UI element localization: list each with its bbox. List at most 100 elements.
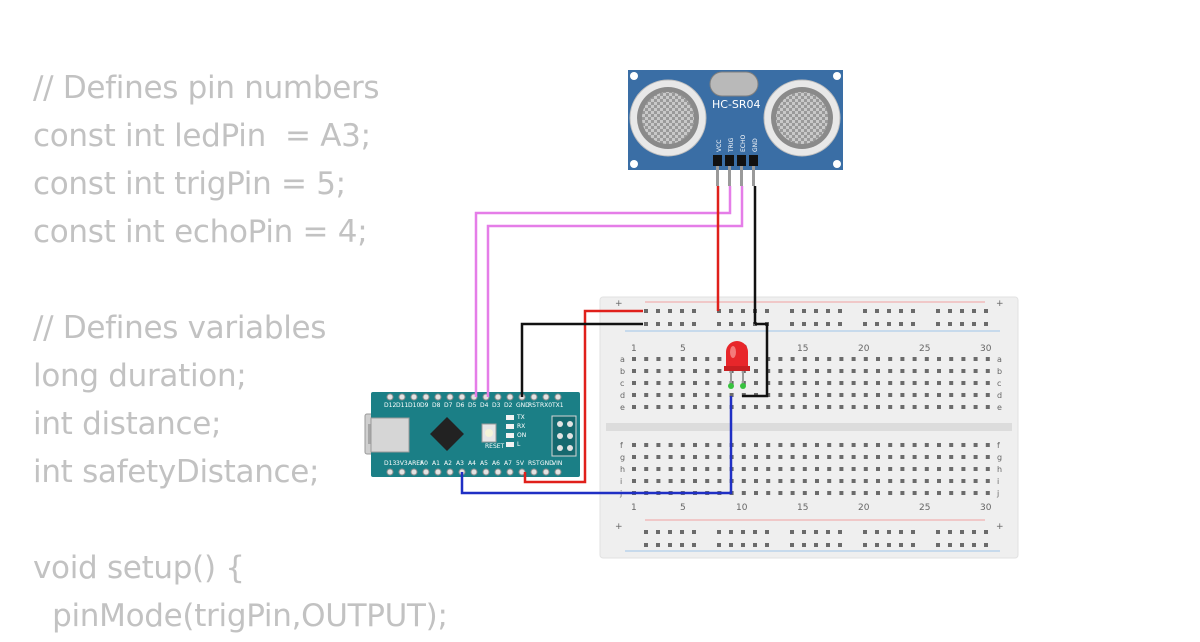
breadboard-hole[interactable] (668, 381, 673, 385)
breadboard-hole[interactable] (656, 543, 660, 547)
breadboard-hole[interactable] (961, 381, 966, 385)
breadboard-hole[interactable] (851, 467, 856, 471)
breadboard-hole[interactable] (949, 455, 954, 459)
breadboard-hole[interactable] (863, 467, 868, 471)
breadboard-hole[interactable] (741, 405, 746, 409)
breadboard-hole[interactable] (888, 405, 893, 409)
breadboard-hole[interactable] (717, 530, 721, 534)
breadboard-hole[interactable] (717, 393, 722, 397)
breadboard-hole[interactable] (900, 405, 905, 409)
arduino-pin-d9[interactable] (422, 393, 430, 401)
breadboard-hole[interactable] (717, 322, 721, 326)
breadboard-hole[interactable] (839, 405, 844, 409)
breadboard-hole[interactable] (766, 455, 771, 459)
breadboard-hole[interactable] (754, 369, 758, 373)
breadboard-hole[interactable] (692, 543, 696, 547)
breadboard-hole[interactable] (680, 381, 685, 385)
hc-sr04-sensor[interactable]: HC-SR04 VCC TRIG ECHO GND (628, 70, 843, 186)
arduino-pin-d12[interactable] (386, 393, 394, 401)
breadboard-hole[interactable] (656, 455, 661, 459)
breadboard-hole[interactable] (802, 322, 806, 326)
breadboard-hole[interactable] (875, 543, 879, 547)
breadboard-hole[interactable] (961, 393, 966, 397)
breadboard-hole[interactable] (644, 543, 648, 547)
breadboard-hole[interactable] (693, 369, 697, 373)
breadboard-hole[interactable] (644, 479, 649, 483)
breadboard-hole[interactable] (924, 369, 929, 373)
arduino-pin-d7[interactable] (446, 393, 454, 401)
breadboard-hole[interactable] (863, 381, 868, 385)
breadboard-hole[interactable] (680, 357, 685, 361)
breadboard-hole[interactable] (717, 405, 722, 409)
breadboard-hole[interactable] (656, 443, 661, 447)
breadboard-hole[interactable] (972, 322, 976, 326)
breadboard-hole[interactable] (887, 322, 891, 326)
breadboard-hole[interactable] (875, 309, 879, 313)
breadboard-hole[interactable] (924, 491, 929, 495)
wire-5v-red[interactable] (523, 309, 643, 484)
breadboard-hole[interactable] (717, 357, 722, 361)
breadboard-hole[interactable] (705, 479, 710, 483)
breadboard-hole[interactable] (656, 309, 660, 313)
breadboard-hole[interactable] (863, 443, 868, 447)
breadboard-hole[interactable] (680, 443, 685, 447)
breadboard-hole[interactable] (790, 369, 795, 373)
breadboard-hole[interactable] (900, 357, 905, 361)
breadboard-hole[interactable] (705, 369, 710, 373)
breadboard-hole[interactable] (778, 357, 783, 361)
breadboard-hole[interactable] (656, 369, 661, 373)
breadboard-hole[interactable] (644, 309, 648, 313)
breadboard-hole[interactable] (802, 530, 806, 534)
breadboard-hole[interactable] (876, 479, 880, 483)
arduino-pin-d2[interactable] (506, 393, 514, 401)
breadboard-hole[interactable] (924, 443, 929, 447)
wire-trig-pink[interactable] (474, 186, 732, 397)
breadboard-hole[interactable] (815, 455, 819, 459)
breadboard-hole[interactable] (815, 443, 819, 447)
breadboard-hole[interactable] (802, 381, 807, 385)
breadboard-hole[interactable] (863, 491, 868, 495)
breadboard-hole[interactable] (766, 467, 771, 471)
breadboard-hole[interactable] (961, 467, 966, 471)
breadboard-hole[interactable] (790, 443, 795, 447)
breadboard-hole[interactable] (680, 530, 684, 534)
breadboard-hole[interactable] (778, 479, 783, 483)
breadboard-hole[interactable] (911, 530, 915, 534)
breadboard-hole[interactable] (741, 455, 746, 459)
breadboard-hole[interactable] (668, 322, 672, 326)
breadboard-hole[interactable] (668, 443, 673, 447)
breadboard-hole[interactable] (949, 393, 954, 397)
breadboard-hole[interactable] (717, 443, 722, 447)
breadboard-hole[interactable] (754, 357, 758, 361)
breadboard-hole[interactable] (924, 405, 929, 409)
breadboard-hole[interactable] (900, 443, 905, 447)
breadboard-hole[interactable] (644, 455, 649, 459)
breadboard-hole[interactable] (972, 543, 976, 547)
breadboard-hole[interactable] (888, 369, 893, 373)
breadboard-hole[interactable] (815, 393, 819, 397)
breadboard-hole[interactable] (912, 369, 917, 373)
breadboard-hole[interactable] (851, 455, 856, 459)
breadboard-hole[interactable] (705, 381, 710, 385)
breadboard-hole[interactable] (827, 491, 832, 495)
breadboard-hole[interactable] (827, 357, 832, 361)
breadboard-hole[interactable] (680, 467, 685, 471)
breadboard-hole[interactable] (790, 357, 795, 361)
breadboard-hole[interactable] (827, 405, 832, 409)
breadboard-hole[interactable] (632, 381, 636, 385)
breadboard-hole[interactable] (937, 357, 941, 361)
breadboard-hole[interactable] (692, 530, 696, 534)
breadboard-hole[interactable] (863, 405, 868, 409)
breadboard-hole[interactable] (863, 479, 868, 483)
breadboard-hole[interactable] (887, 530, 891, 534)
breadboard-hole[interactable] (668, 369, 673, 373)
breadboard-hole[interactable] (680, 393, 685, 397)
breadboard-hole[interactable] (900, 467, 905, 471)
breadboard-hole[interactable] (802, 309, 806, 313)
breadboard-hole[interactable] (888, 479, 893, 483)
breadboard-hole[interactable] (802, 491, 807, 495)
breadboard-hole[interactable] (815, 491, 819, 495)
breadboard-hole[interactable] (778, 455, 783, 459)
breadboard-hole[interactable] (985, 491, 990, 495)
breadboard-hole[interactable] (644, 322, 648, 326)
